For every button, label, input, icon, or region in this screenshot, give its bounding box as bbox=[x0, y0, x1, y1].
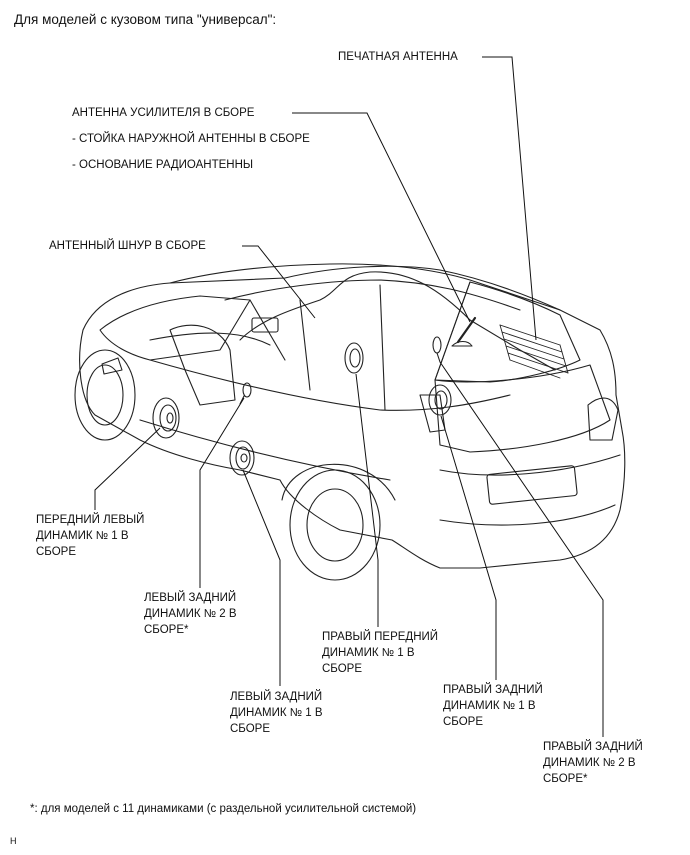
roof-rail bbox=[224, 279, 521, 311]
leader-left-rear-speaker-2 bbox=[199, 397, 245, 588]
b-pillar bbox=[299, 299, 311, 391]
label-left-rear-speaker-1: ЛЕВЫЙ ЗАДНИЙ ДИНАМИК № 1 В СБОРЕ bbox=[230, 691, 323, 735]
rear-wheel bbox=[289, 469, 381, 581]
label-amp-antenna: АНТЕННА УСИЛИТЕЛЯ В СБОРЕ bbox=[72, 107, 255, 119]
label-left-rear-speaker-2: ЛЕВЫЙ ЗАДНИЙ ДИНАМИК № 2 В СБОРЕ* bbox=[144, 592, 237, 636]
rear-wheel-arch bbox=[281, 463, 396, 501]
front-wheel bbox=[74, 349, 136, 441]
roof-line bbox=[169, 263, 561, 311]
leader-antenna-cord bbox=[242, 245, 316, 319]
figure-code: H bbox=[10, 836, 17, 846]
leader-printed-antenna bbox=[482, 56, 537, 341]
front-seat bbox=[169, 324, 236, 406]
side-crease bbox=[139, 419, 391, 481]
label-right-rear-speaker-1: ПРАВЫЙ ЗАДНИЙ ДИНАМИК № 1 В СБОРЕ bbox=[443, 684, 543, 728]
antenna-cord-route bbox=[239, 271, 556, 371]
label-right-rear-speaker-2: ПРАВЫЙ ЗАДНИЙ ДИНАМИК № 2 В СБОРЕ* bbox=[543, 741, 643, 785]
leader-right-rear-speaker-2 bbox=[439, 361, 604, 737]
label-antenna-cord: АНТЕННЫЙ ШНУР В СБОРЕ bbox=[49, 240, 206, 252]
left-taillight bbox=[419, 394, 446, 433]
windshield bbox=[99, 295, 251, 361]
label-printed-antenna: ПЕЧАТНАЯ АНТЕННА bbox=[338, 51, 458, 63]
left-rear-speaker-1-shape bbox=[229, 440, 255, 476]
rear-wheel-rim bbox=[306, 488, 364, 562]
leader-left-rear-speaker-1 bbox=[242, 469, 281, 686]
right-taillight bbox=[587, 397, 619, 441]
door-mirror bbox=[101, 357, 123, 375]
rear-window bbox=[434, 281, 581, 383]
c-pillar bbox=[379, 284, 386, 411]
footnote: *: для моделей с 11 динамиками (с раздел… bbox=[30, 803, 417, 815]
label-front-left-speaker: ПЕРЕДНИЙ ЛЕВЫЙ ДИНАМИК № 1 В СБОРЕ bbox=[36, 514, 145, 558]
rear-lower bbox=[439, 504, 616, 526]
right-front-speaker-shape bbox=[344, 342, 364, 374]
leader-right-front-speaker bbox=[355, 373, 379, 627]
rear-hatch bbox=[434, 364, 611, 453]
rear-bumper bbox=[439, 454, 621, 476]
label-right-front-speaker: ПРАВЫЙ ПЕРЕДНИЙ ДИНАМИК № 1 В СБОРЕ bbox=[322, 631, 439, 675]
car-body-outline bbox=[79, 265, 626, 569]
amplifier-box bbox=[251, 317, 279, 333]
belt-line bbox=[149, 359, 511, 411]
diagram-title: Для моделей с кузовом типа "универсал": bbox=[14, 12, 277, 27]
leader-amp-antenna bbox=[292, 112, 471, 323]
printed-antenna-grid bbox=[499, 324, 569, 379]
front-wheel-rim bbox=[86, 364, 124, 426]
a-pillar bbox=[249, 299, 286, 361]
right-rear-speaker-1-shape bbox=[428, 384, 452, 416]
roof-antenna-pole bbox=[456, 316, 477, 344]
leader-front-left-speaker bbox=[94, 427, 161, 510]
right-rear-speaker-2-shape bbox=[432, 336, 442, 363]
front-left-speaker-shape bbox=[152, 397, 180, 439]
label-outer-pole: - СТОЙКА НАРУЖНОЙ АНТЕННЫ В СБОРЕ bbox=[72, 133, 310, 145]
dashboard bbox=[149, 332, 271, 346]
label-radio-base: - ОСНОВАНИЕ РАДИОАНТЕННЫ bbox=[72, 159, 254, 171]
roof-antenna-base bbox=[451, 340, 473, 347]
leader-right-rear-speaker-1 bbox=[440, 415, 497, 680]
license-plate bbox=[486, 465, 578, 505]
